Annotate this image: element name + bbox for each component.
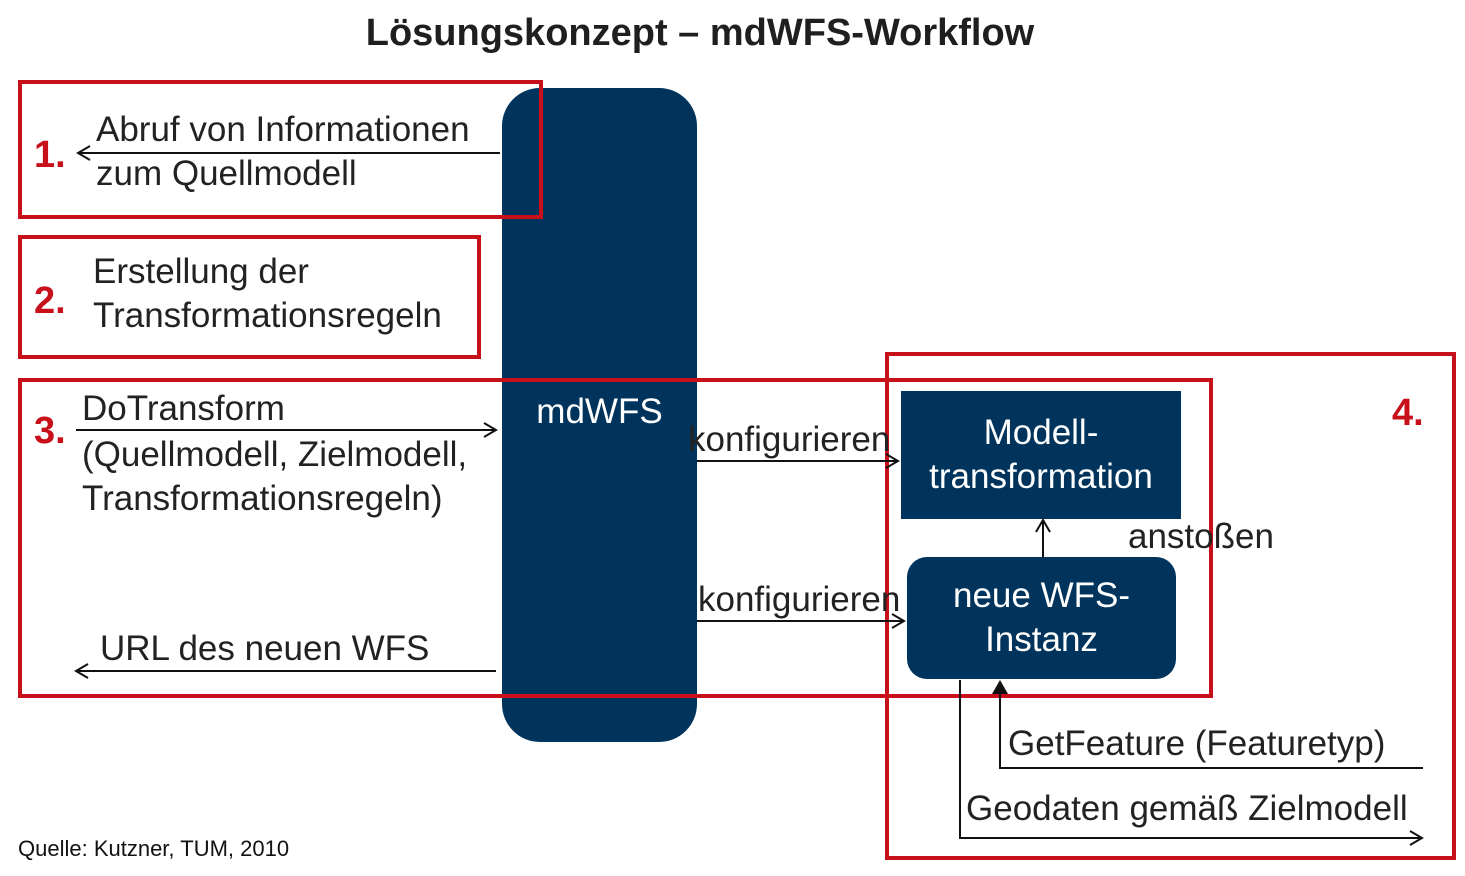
mdwfs-label: mdWFS [536,392,663,431]
mdwfs-bar [502,88,697,742]
step2-line2: Transformationsregeln [93,296,442,335]
get-feature-label: GetFeature (Featuretyp) [1008,724,1386,763]
trigger-label: anstoßen [1128,517,1274,556]
step3-frame [18,378,1213,698]
wfs-box-line2: Instanz [985,620,1098,659]
step3-number: 3. [34,410,66,452]
step2-frame [18,235,481,359]
step4-number: 4. [1392,392,1424,434]
step1-number: 1. [34,134,66,176]
wfs-box-line1: neue WFS- [953,576,1130,615]
get-feature-arrow [999,682,1423,769]
step4-frame [885,352,1456,860]
configure-label-bottom: konfigurieren [698,580,901,619]
get-feature-arrowhead [992,680,1008,694]
geodata-label: Geodaten gemäß Zielmodell [966,789,1408,828]
modell-box-line2: transformation [929,457,1153,496]
step2-line1: Erstellung der [93,252,309,291]
step2-number: 2. [34,280,66,322]
dotransform-line2: (Quellmodell, Zielmodell, [82,435,468,474]
modell-transformation-box: Modell- transformation [901,391,1181,519]
configure-label-top: konfigurieren [688,420,891,459]
dotransform-line1: DoTransform [82,389,285,428]
source-credit: Quelle: Kutzner, TUM, 2010 [18,836,290,861]
modell-box-line1: Modell- [983,413,1099,452]
dotransform-line3: Transformationsregeln) [82,479,443,518]
step1-line2: zum Quellmodell [96,154,357,193]
wfs-instance-box: neue WFS- Instanz [907,557,1176,679]
step1-line1: Abruf von Informationen [96,110,470,149]
page-title: Lösungskonzept – mdWFS-Workflow [365,12,1035,54]
result-url-label: URL des neuen WFS [100,629,430,668]
geodata-arrow [959,680,1422,839]
step1-frame [18,80,543,219]
